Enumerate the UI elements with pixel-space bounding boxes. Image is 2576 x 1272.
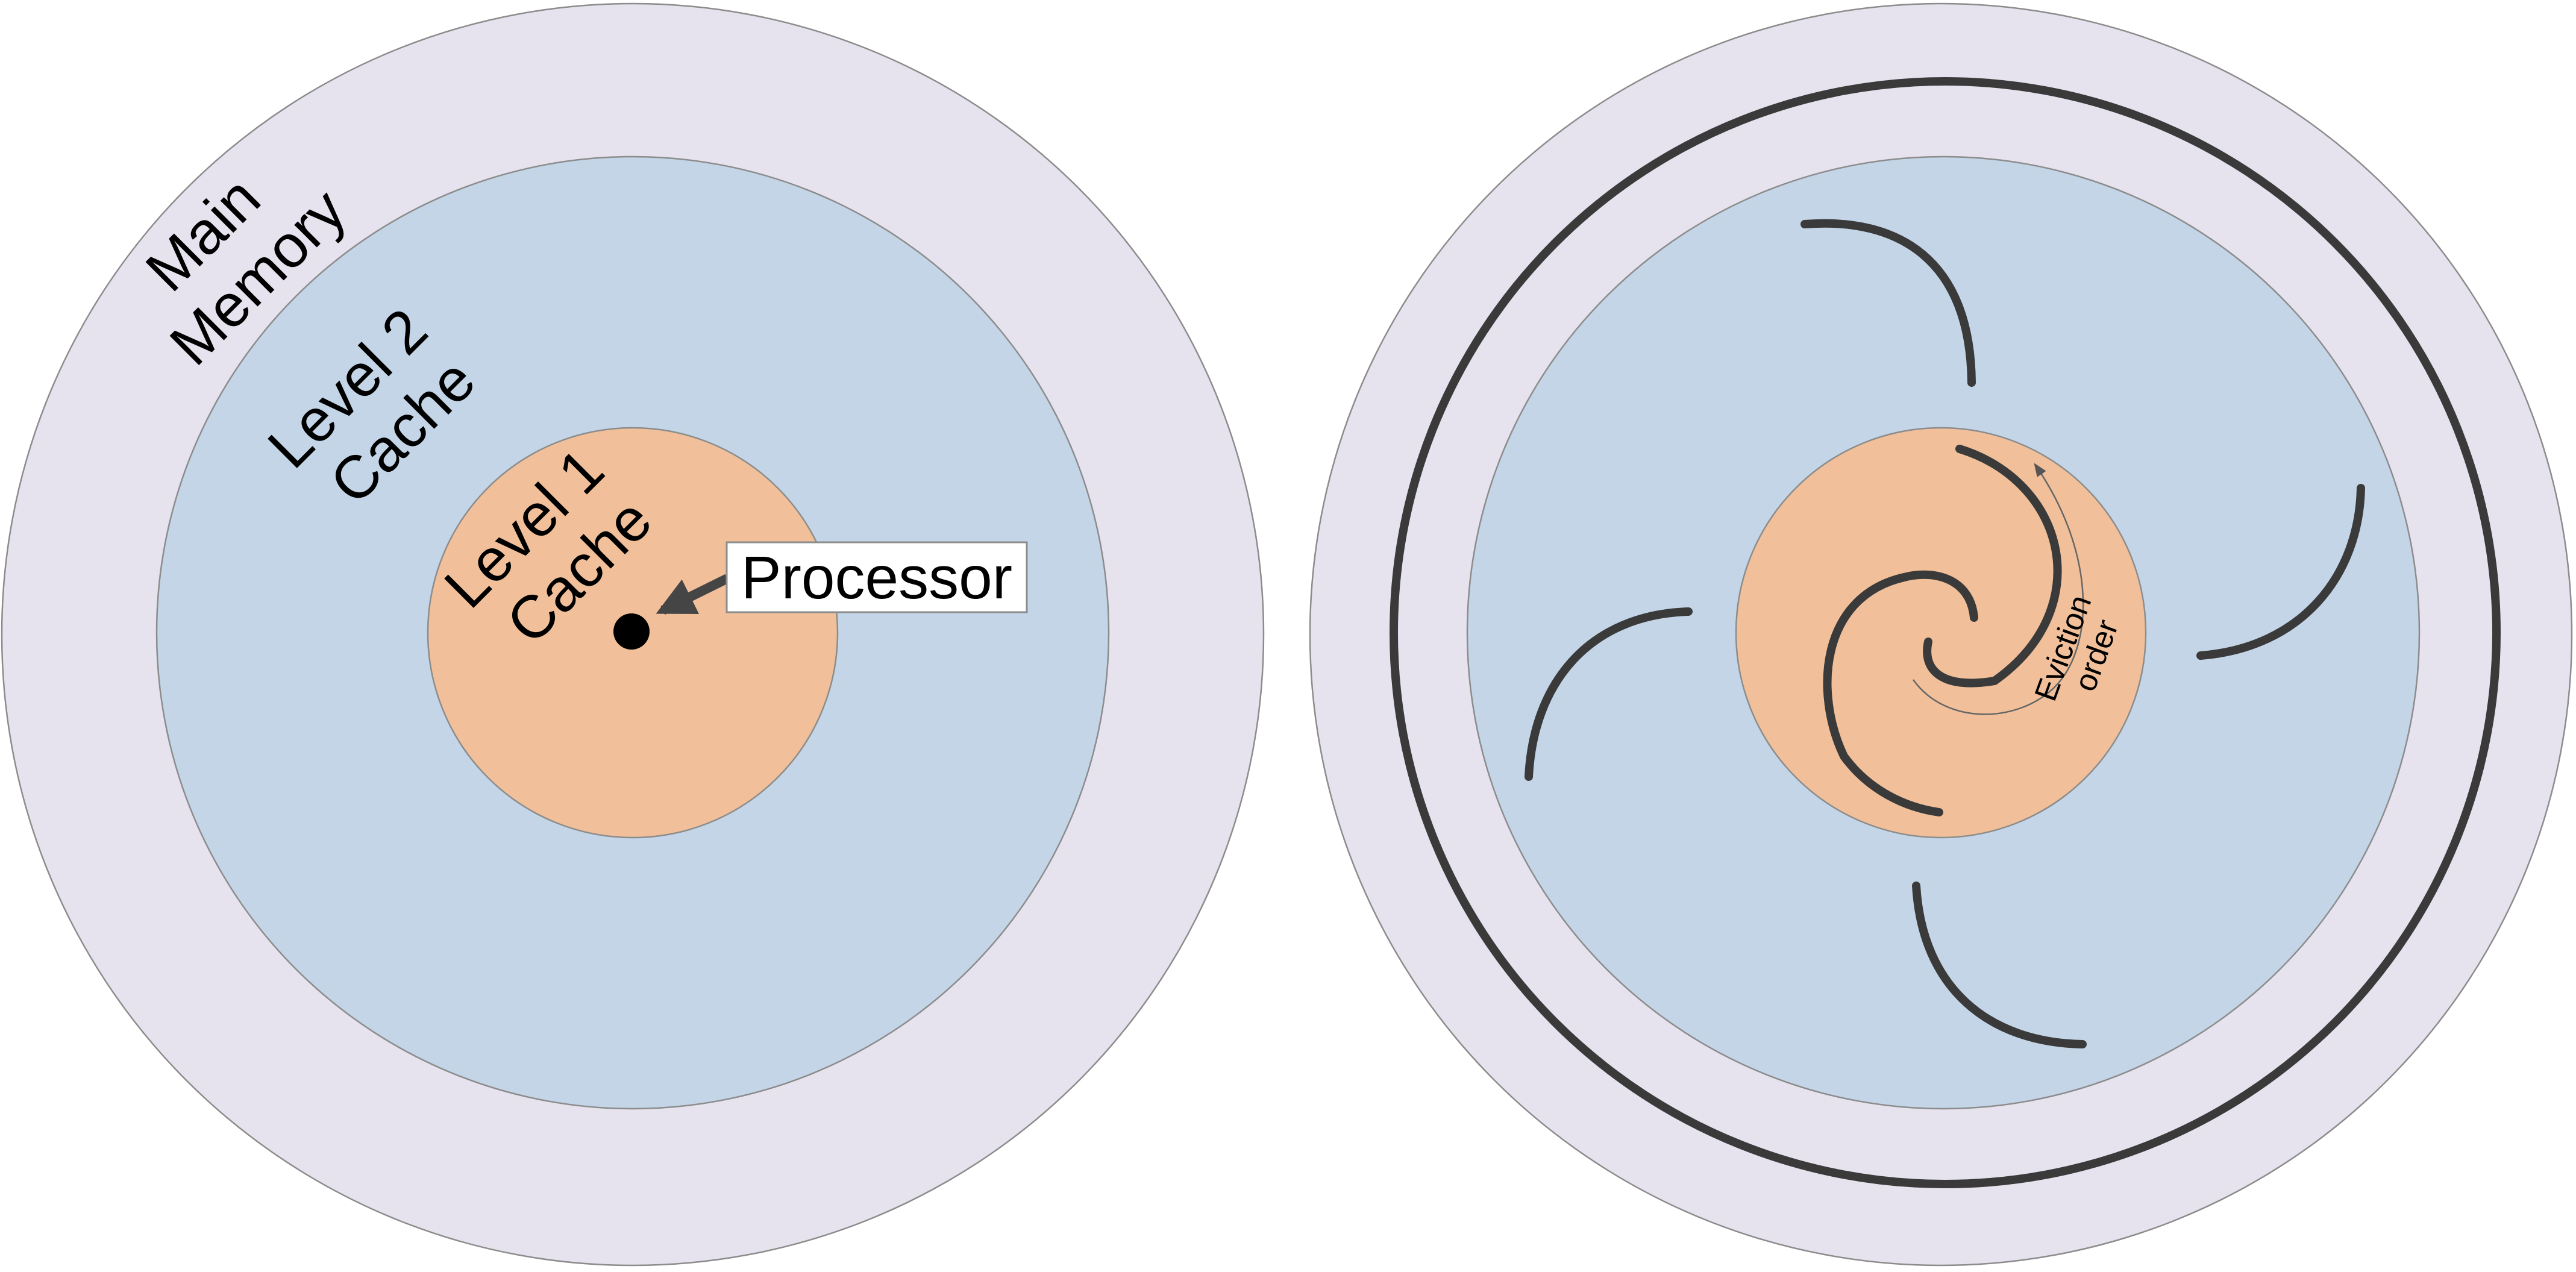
spiral-arm-bottom bbox=[1912, 882, 2087, 1048]
pointer-arrow-icon bbox=[656, 574, 730, 615]
processor-label: Processor bbox=[741, 544, 1012, 612]
right-eviction-diagram: Eviction order bbox=[1309, 2, 2573, 1267]
spiral-arm-left bbox=[1525, 607, 1693, 781]
left-hierarchy-diagram: Main Memory Level 2 Cache Level 1 Cache … bbox=[1, 2, 1265, 1267]
processor-dot-icon bbox=[613, 613, 650, 650]
processor-callout-box bbox=[725, 541, 1028, 613]
outer-boundary-ring bbox=[1390, 77, 2501, 1188]
spiral-arm-top bbox=[1800, 219, 1976, 387]
eviction-arrow-icon bbox=[1912, 463, 2084, 715]
inner-spiral-arm-a bbox=[1923, 445, 2062, 688]
inner-spiral-arm-b bbox=[1823, 570, 1978, 816]
spiral-arm-right bbox=[2196, 484, 2365, 660]
